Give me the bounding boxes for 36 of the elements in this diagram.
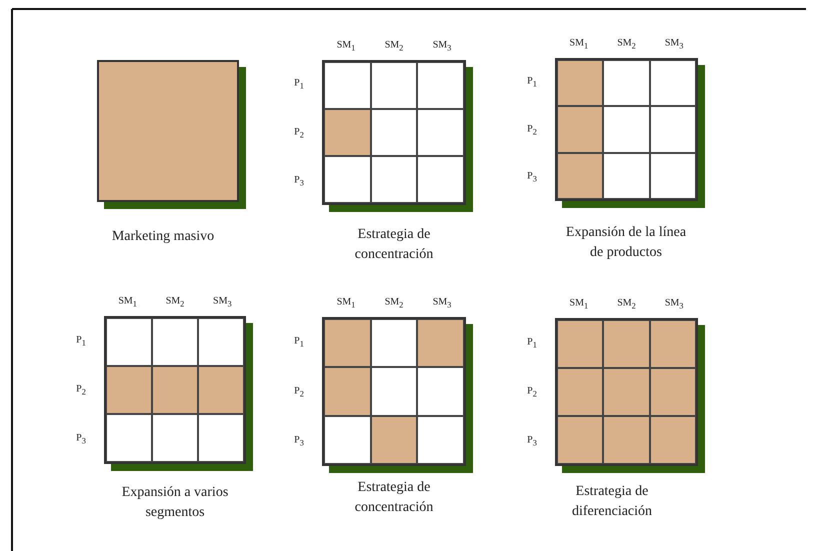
row-label: P$_{1}$ [294,78,304,91]
row-label: P$_{2}$ [76,384,86,396]
matrix-caption: Estrategia de concentración [354,226,434,264]
row-label: P$_{3}$ [527,170,537,184]
column-label: SM$_{3}$ [213,296,232,308]
matrix-caption: Expansión de la línea de productos [565,224,687,262]
matrix-caption: Estrategia de diferenciación [570,483,654,521]
row-label: P$_{2}$ [527,123,537,136]
row-label: P$_{1}$ [527,75,537,88]
row-label: P$_{2}$ [294,126,304,139]
column-label: SM$_{3}$ [432,40,452,52]
row-label: P$_{3}$ [294,174,304,188]
column-label: SM$_{1}$ [570,298,588,310]
column-label: SM$_{2}$ [384,40,404,52]
column-label: SM$_{3}$ [664,298,684,310]
column-label: SM$_{2}$ [384,296,404,310]
column-label: SM$_{1}$ [118,296,137,308]
row-label: P$_{1}$ [294,335,304,348]
column-label: SM$_{3}$ [432,296,452,310]
matrix-caption: Estrategia de concentración [354,479,434,517]
column-label: SM$_{3}$ [664,38,684,50]
row-label: P$_{2}$ [527,386,537,398]
column-label: SM$_{2}$ [617,298,636,310]
matrix-caption: Marketing masivo [110,228,216,246]
column-label: SM$_{1}$ [336,40,356,52]
column-label: SM$_{2}$ [166,296,184,308]
row-label: P$_{2}$ [294,385,304,398]
row-label: P$_{3}$ [527,434,537,448]
row-label: P$_{1}$ [527,336,537,350]
column-label: SM$_{2}$ [617,38,636,50]
row-label: P$_{1}$ [76,334,86,348]
matrix-caption: Expansión a varios segmentos [120,484,230,522]
row-label: P$_{3}$ [76,432,86,446]
column-label: SM$_{1}$ [570,38,588,50]
row-label: P$_{3}$ [294,434,304,448]
column-label: SM$_{1}$ [336,296,356,310]
